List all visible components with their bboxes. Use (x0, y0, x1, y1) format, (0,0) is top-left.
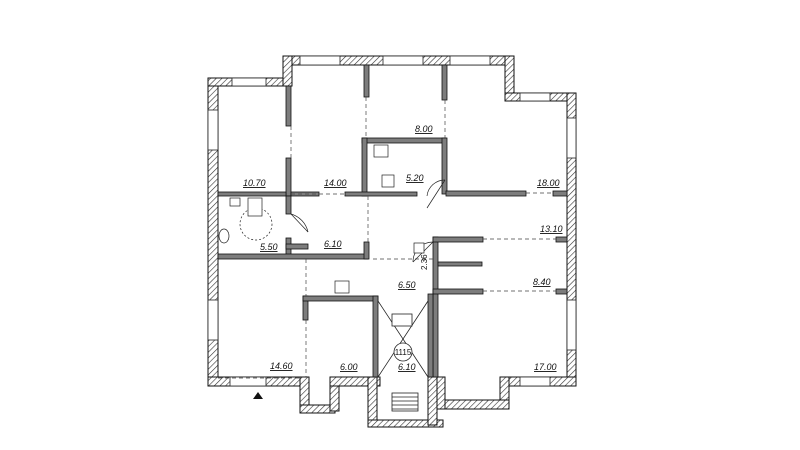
zone-lines (218, 97, 556, 379)
room-label: 6.00 (340, 362, 358, 372)
meter-icon (413, 242, 425, 254)
interior-walls (217, 64, 568, 378)
stair-marker-label: 1115 (395, 348, 412, 357)
windows (207, 55, 577, 387)
room-label: 6.10 (324, 239, 342, 249)
room-label: 13.10 (540, 224, 563, 234)
room-label: 14.00 (324, 178, 347, 188)
room-label: 17.00 (534, 362, 557, 372)
outer-walls (207, 55, 577, 428)
basin-icon (229, 197, 241, 207)
room-label: 6.10 (398, 362, 416, 372)
room-label: 18.00 (537, 178, 560, 188)
room-label: 8.40 (533, 277, 551, 287)
room-label: 5.20 (406, 173, 424, 183)
room-labels: 10.70 14.00 8.00 5.20 18.00 5.50 6.10 13… (243, 124, 563, 372)
sink-icon (373, 144, 389, 158)
room-label: 5.50 (260, 242, 278, 252)
equipment-marker-label: 2.36 (420, 254, 429, 270)
room-label: 8.00 (415, 124, 433, 134)
boiler-icon (334, 280, 350, 294)
stair-core (377, 300, 429, 412)
entrance-arrow-icon (253, 392, 263, 399)
equipment-icon (247, 197, 263, 217)
room-label: 10.70 (243, 178, 266, 188)
room-label: 6.50 (398, 280, 416, 290)
room-label: 14.60 (270, 361, 293, 371)
shower-icon (381, 174, 395, 188)
fixtures (218, 144, 425, 294)
toilet-icon (218, 228, 230, 244)
stair-marker: 1115 (393, 342, 413, 362)
